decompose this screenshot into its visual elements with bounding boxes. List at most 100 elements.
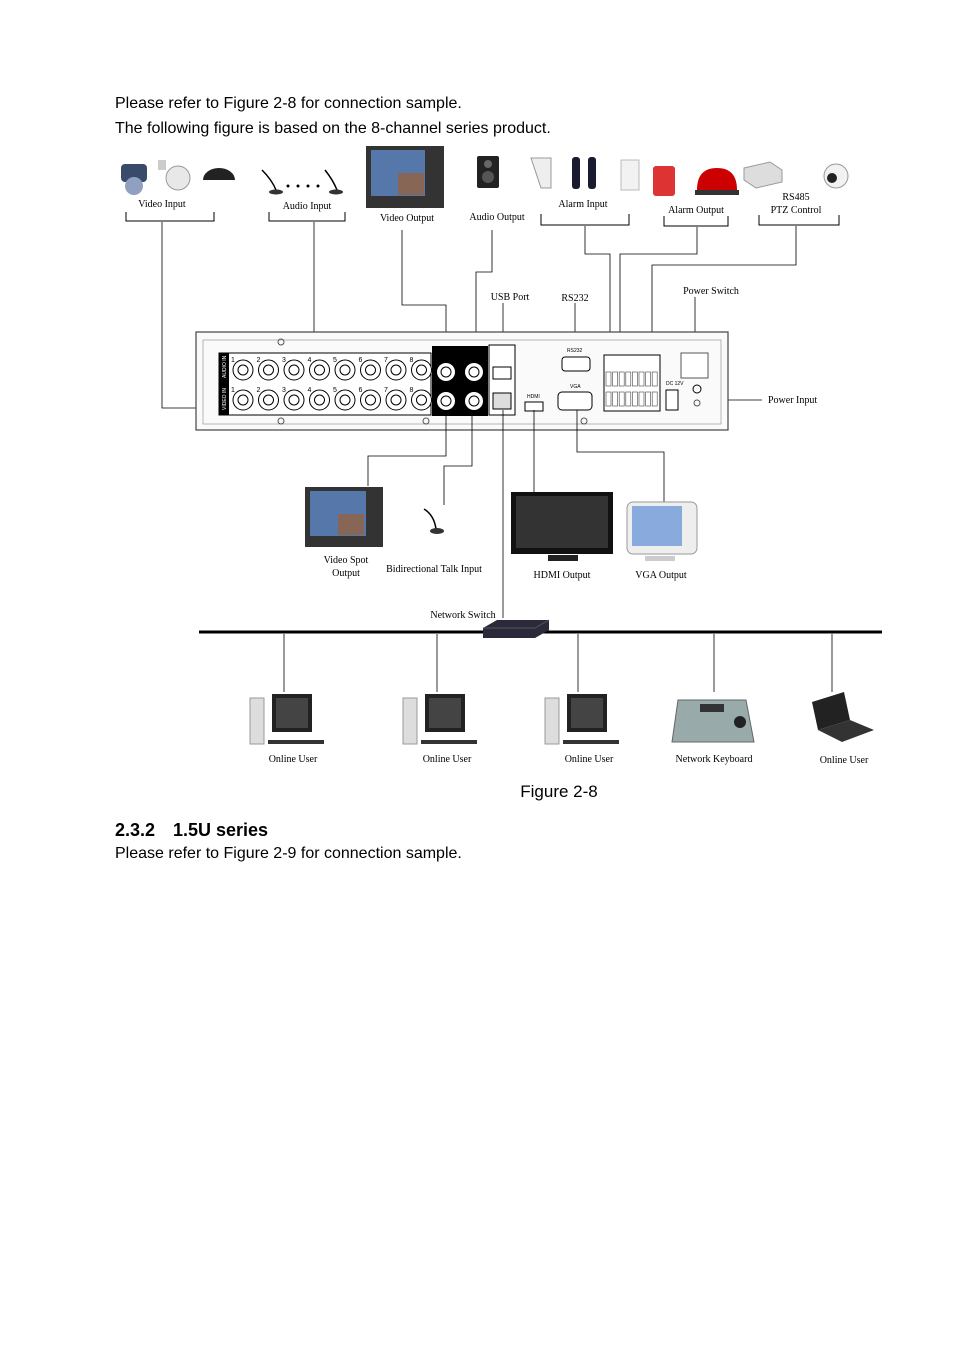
label-rs232: RS232: [561, 293, 588, 304]
label-network-keyboard: Network Keyboard: [676, 754, 753, 765]
label-alarm-output: Alarm Output: [668, 205, 724, 216]
label-power-input: Power Input: [768, 395, 817, 406]
bnc-connector-inner: [390, 394, 402, 406]
label-network-switch: Network Switch: [430, 610, 495, 621]
bnc-connector: [283, 359, 305, 381]
bnc-connector-inner: [416, 364, 427, 376]
bnc-connector-inner: [263, 364, 274, 376]
bnc-connector-inner: [314, 364, 325, 376]
figure-caption: Figure 2-8: [520, 782, 598, 801]
terminal-pin: [651, 391, 658, 407]
alarm-input-sensors-icon: [530, 157, 640, 191]
bnc-connector: [283, 389, 305, 411]
online-user-pc-icon: [402, 694, 477, 745]
terminal-pin: [605, 371, 612, 387]
channel-number: 5: [333, 357, 337, 364]
channel-number: 4: [308, 387, 312, 394]
bnc-connector: [232, 389, 254, 411]
label-rs485: RS485: [782, 192, 809, 203]
audio-input-mics-icon: [261, 169, 343, 195]
bnc-connector-inner: [263, 394, 274, 406]
bnc-connector: [411, 359, 432, 381]
label-audio-input: Audio Input: [283, 201, 332, 212]
terminal-pin: [612, 391, 618, 407]
bnc-connector: [258, 359, 279, 381]
terminal-pin: [625, 391, 632, 407]
channel-number: 8: [410, 387, 414, 394]
channel-number: 3: [282, 387, 286, 394]
label-online-user-2: Online User: [423, 754, 472, 765]
label-video-spot: Video Spot: [324, 555, 369, 566]
bnc-connector: [309, 389, 330, 411]
bnc-connector: [258, 389, 279, 411]
channel-number: 7: [384, 387, 388, 394]
online-user-laptop-icon: [812, 692, 874, 742]
bnc-connector-inner: [237, 394, 249, 406]
section-title: 1.5U series: [173, 820, 269, 840]
section-heading: 2.3.2 1.5U series: [115, 820, 268, 841]
bnc-connector: [360, 389, 381, 411]
channel-number: 2: [257, 357, 261, 364]
label-bidirectional-talk: Bidirectional Talk Input: [386, 564, 482, 575]
video-input-cameras-icon: [121, 160, 235, 195]
label-online-user-3: Online User: [565, 754, 614, 765]
label-video-output: Video Output: [380, 213, 434, 224]
ptz-control-devices-icon: [743, 161, 849, 189]
terminal-pin: [618, 391, 625, 407]
bnc-connector: [334, 359, 356, 381]
bnc-connector: [334, 389, 356, 411]
label-ptz-control: PTZ Control: [771, 205, 822, 216]
terminal-pin: [625, 371, 632, 387]
terminal-pin: [605, 391, 612, 407]
bnc-connector-inner: [416, 394, 427, 406]
panel-video-in-label: VIDEO IN: [222, 388, 228, 410]
audio-output-speaker-icon: [477, 156, 499, 188]
bnc-connector-inner: [237, 364, 249, 376]
bnc-connector: [385, 359, 407, 381]
channel-number: 3: [282, 357, 286, 364]
label-vga-output: VGA Output: [635, 570, 687, 581]
channel-number: 2: [257, 387, 261, 394]
vga-monitor-icon: [626, 501, 698, 561]
panel-rs232-label: RS232: [567, 348, 583, 354]
panel-dc-label: DC 12V: [666, 381, 684, 387]
intro-line-1: Please refer to Figure 2-8 for connectio…: [115, 95, 462, 112]
label-power-switch: Power Switch: [683, 286, 739, 297]
channel-number: 1: [231, 387, 235, 394]
panel-hdmi-label: HDMI: [527, 394, 540, 400]
panel-audio-in-label: AUDIO IN: [222, 355, 228, 378]
terminal-pin: [645, 371, 651, 387]
talk-input-mic-icon: [423, 508, 444, 534]
label-video-input: Video Input: [138, 199, 186, 210]
channel-number: 6: [359, 357, 363, 364]
network-keyboard-icon: [671, 699, 755, 743]
section-number: 2.3.2: [115, 820, 156, 840]
channel-number: 1: [231, 357, 235, 364]
terminal-pin: [638, 391, 645, 407]
intro-line-2: The following figure is based on the 8-c…: [115, 120, 551, 137]
terminal-pin: [645, 391, 651, 407]
label-online-user-4: Online User: [820, 755, 869, 766]
network-switch-icon: [483, 619, 550, 638]
label-hdmi-output: HDMI Output: [534, 570, 591, 581]
terminal-pin: [632, 371, 638, 387]
online-user-pc-icon: [544, 694, 619, 745]
label-video-spot-output: Output: [332, 568, 360, 579]
terminal-pin: [618, 371, 625, 387]
label-online-user-1: Online User: [269, 754, 318, 765]
label-alarm-input: Alarm Input: [558, 199, 607, 210]
online-user-pc-icon: [249, 694, 324, 745]
bnc-connector-inner: [339, 364, 351, 376]
terminal-pin: [612, 371, 618, 387]
terminal-pin: [632, 391, 638, 407]
channel-number: 8: [410, 357, 414, 364]
bnc-connector-inner: [365, 364, 376, 376]
bnc-connector: [360, 359, 381, 381]
section-line-1: Please refer to Figure 2-9 for connectio…: [115, 845, 462, 862]
panel-vga-label: VGA: [570, 384, 581, 390]
alarm-output-sirens-icon: [653, 166, 739, 196]
channel-number: 5: [333, 387, 337, 394]
channel-number: 7: [384, 357, 388, 364]
bnc-connector: [232, 359, 254, 381]
